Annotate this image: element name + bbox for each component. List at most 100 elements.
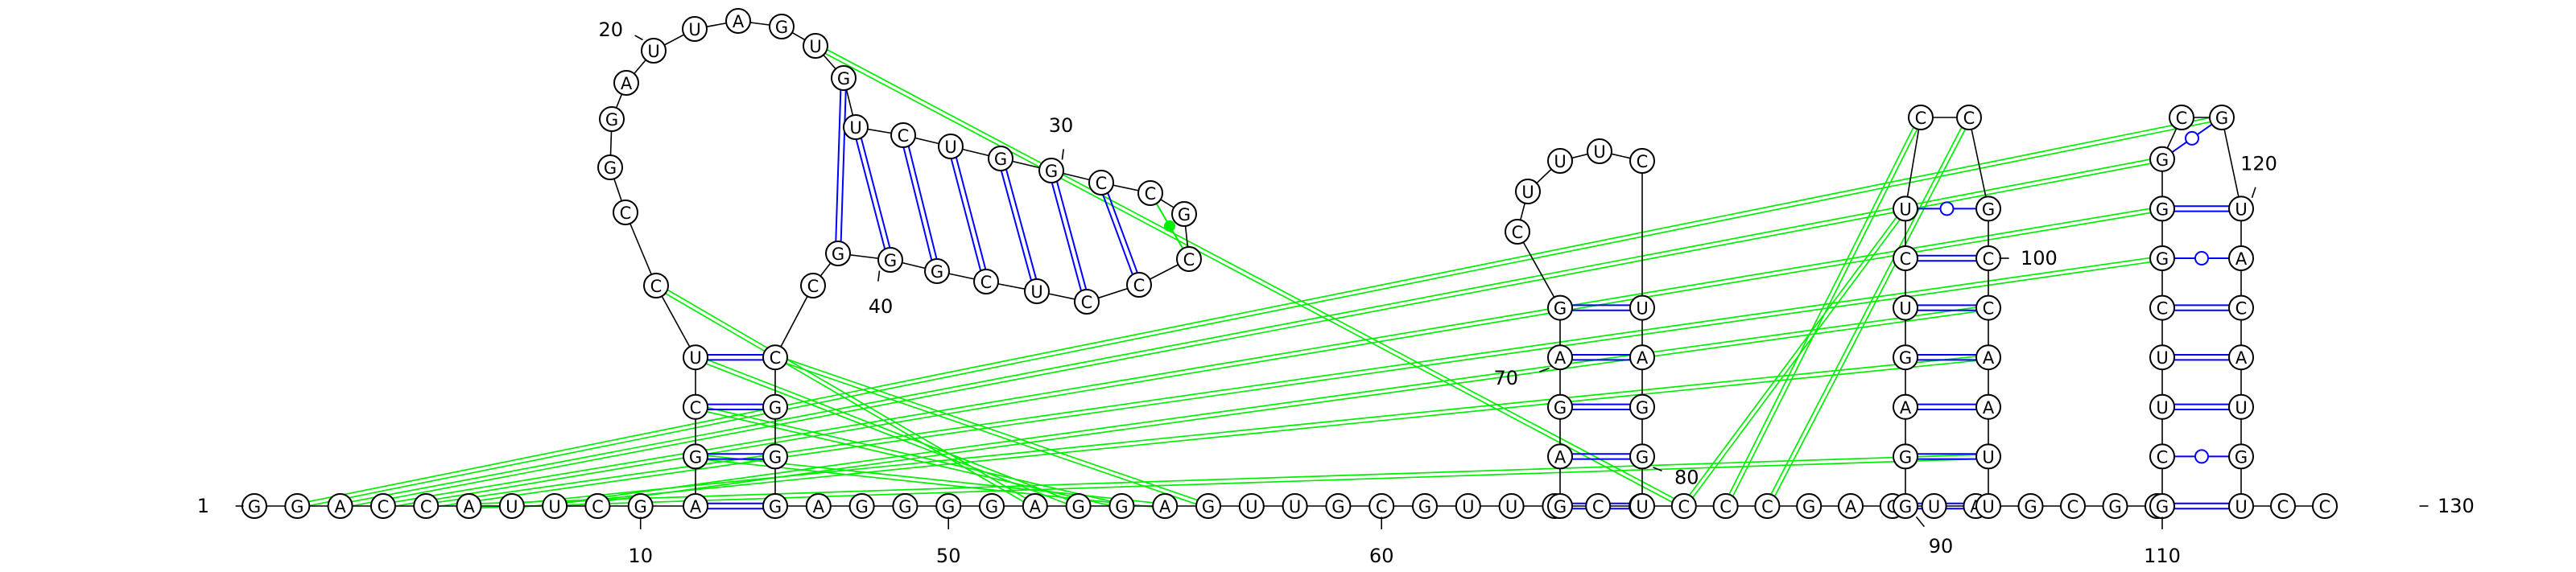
base-pair-canonical: [902, 146, 938, 261]
pseudoknot-link: [694, 354, 1080, 509]
nucleotide-letter: U: [2156, 398, 2168, 418]
nucleotide-letter: G: [2108, 497, 2121, 516]
base-pair-canonical: [1572, 453, 1630, 460]
nucleotide: G: [599, 106, 625, 132]
nucleotide-letter: C: [2157, 299, 2169, 319]
nucleotide: U: [2149, 344, 2175, 371]
nucleotide: C: [1088, 170, 1114, 195]
nucleotide-letter: G: [775, 18, 788, 37]
nucleotide: U: [1498, 493, 1525, 519]
nucleotide-letter: U: [1982, 497, 1994, 516]
nucleotide-letter: A: [2235, 249, 2248, 269]
pseudoknot-link: [774, 354, 1210, 509]
nucleotide-circle: [542, 493, 568, 519]
nucleotide-letter: C: [898, 126, 910, 146]
nucleotide: U: [1629, 493, 1655, 519]
nucleotide-circle: [369, 493, 396, 519]
nucleotide: U: [1238, 493, 1265, 519]
nucleotide-circle: [2102, 493, 2128, 519]
base-pair-canonical: [1918, 453, 1976, 460]
pseudoknot-line: [656, 283, 1037, 505]
nucleotide-letter: U: [1636, 497, 1648, 516]
nucleotide: G: [2209, 105, 2235, 130]
nucleotide: U: [2149, 393, 2175, 420]
nucleotide-circle: [1629, 443, 1655, 470]
base-pair-canonical: [708, 354, 763, 361]
nucleotide-letter: C: [1145, 184, 1157, 204]
nucleotide: G: [242, 493, 267, 519]
nucleotide-circle: [2228, 195, 2254, 222]
nucleotide: A: [1547, 443, 1573, 470]
base-pair-canonical: [1000, 169, 1038, 281]
nucleotide-letter: U: [647, 42, 659, 61]
nucleotide: U: [1975, 493, 2001, 519]
nucleotide-letter: U: [944, 138, 956, 157]
nucleotide-circle: [613, 200, 638, 225]
nucleotide-letter: U: [506, 497, 518, 516]
number-tick: [1061, 149, 1064, 160]
nucleotide-circle: [1325, 493, 1352, 519]
nucleotide: A: [2228, 245, 2254, 271]
pseudoknot-line: [382, 205, 2162, 505]
base-pair-wobble: [2174, 449, 2229, 464]
nucleotide: C: [643, 273, 669, 298]
nucleotide-circle: [1893, 294, 1918, 321]
nucleotide-circle: [413, 493, 440, 519]
nucleotide-letter: C: [1983, 249, 1995, 269]
pseudoknot-connections: [296, 43, 2223, 509]
nucleotide-circle: [1629, 344, 1655, 371]
base-pair-canonical: [1051, 181, 1088, 291]
nucleotide: A: [456, 493, 482, 519]
base-pair-canonical: [1572, 304, 1630, 311]
nucleotide-circle: [2228, 245, 2254, 271]
nucleotide: U: [1975, 443, 2001, 470]
position-label: 100: [2021, 247, 2058, 270]
nucleotide: A: [1152, 493, 1179, 519]
nucleotide: C: [2149, 294, 2175, 321]
base-pair-canonical: [708, 403, 763, 410]
nucleotide-circle: [762, 493, 788, 519]
nucleotide: C: [1176, 246, 1202, 272]
nucleotide-circle: [1975, 443, 2001, 470]
nucleotide: G: [924, 258, 950, 284]
nucleotide-circle: [1975, 195, 2001, 222]
nucleotide-letter: G: [2235, 447, 2248, 467]
nucleotide: C: [800, 273, 826, 298]
nucleotide: C: [2270, 493, 2296, 519]
nucleotide-letter: U: [1899, 200, 1911, 219]
pseudoknot-line: [340, 160, 2163, 509]
nucleotide-circle: [1152, 493, 1179, 519]
nucleotide: U: [1629, 294, 1655, 321]
nucleotide-letter: A: [1159, 497, 1171, 516]
pseudoknot-line: [774, 358, 1208, 509]
nucleotide-letter: G: [634, 497, 647, 516]
nucleotide-letter: G: [855, 497, 868, 516]
nucleotide-circle: [1088, 170, 1114, 195]
nucleotide-letter: A: [1983, 348, 1995, 368]
nucleotide-circle: [1455, 493, 1481, 519]
nucleotide: G: [979, 493, 1005, 519]
nucleotide-letter: U: [1928, 497, 1940, 516]
nucleotide: U: [843, 114, 869, 140]
nucleotide-circle: [327, 493, 353, 519]
pseudoknot-link: [382, 205, 2163, 509]
pseudoknot-line: [815, 43, 1686, 505]
wobble-marker: [2194, 251, 2209, 265]
nucleotide: U: [1024, 278, 1050, 304]
nucleotide: G: [1629, 393, 1655, 420]
nucleotide-letter: G: [1418, 497, 1431, 516]
base-pair-canonical: [1102, 192, 1138, 275]
nucleotide-letter: U: [849, 118, 861, 138]
nucleotide-letter: A: [1845, 497, 1857, 516]
nucleotide-letter: G: [1045, 162, 1058, 181]
nucleotide-letter: C: [1719, 497, 1732, 516]
nucleotide-letter: G: [985, 497, 998, 516]
nucleotide-letter: G: [1554, 398, 1567, 418]
nucleotide-letter: G: [898, 497, 911, 516]
nucleotide-circle: [1547, 344, 1573, 371]
nucleotide-letter: C: [690, 398, 702, 418]
nucleotide: C: [890, 122, 916, 148]
position-label: 90: [1929, 535, 1954, 558]
nucleotide-circle: [2149, 344, 2175, 371]
nucleotide-circle: [641, 38, 667, 64]
